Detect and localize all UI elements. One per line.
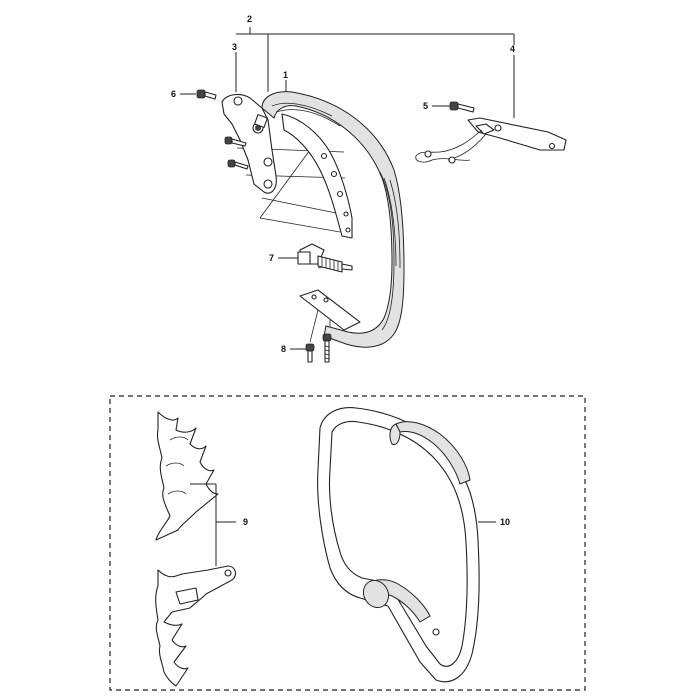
callout-6: 6 bbox=[171, 89, 176, 99]
callout-labels: 1 2 3 4 5 6 7 8 9 10 bbox=[171, 14, 515, 527]
callout-3: 3 bbox=[232, 42, 237, 52]
handle-loop-part-10 bbox=[317, 407, 480, 683]
screws-part-6 bbox=[196, 89, 249, 170]
bracket-part-3 bbox=[221, 93, 277, 194]
callout-7: 7 bbox=[269, 253, 274, 263]
callout-5: 5 bbox=[423, 101, 428, 111]
callout-8: 8 bbox=[281, 344, 286, 354]
screws-part-8 bbox=[305, 333, 332, 363]
callout-10: 10 bbox=[500, 517, 510, 527]
callout-1: 1 bbox=[283, 70, 288, 80]
callout-9: 9 bbox=[243, 517, 248, 527]
leader-lines-top bbox=[180, 27, 515, 350]
callout-2: 2 bbox=[247, 14, 252, 24]
bumper-spikes-part-9 bbox=[155, 411, 237, 687]
buffer-spring-part-7 bbox=[297, 243, 353, 273]
screw-part-5 bbox=[449, 101, 475, 113]
callout-4: 4 bbox=[510, 44, 515, 54]
kit-dashed-box bbox=[109, 395, 586, 691]
guard-bracket-part-4 bbox=[415, 117, 567, 164]
front-handle-part-1 bbox=[261, 91, 405, 348]
leader-lines-9 bbox=[190, 483, 236, 566]
